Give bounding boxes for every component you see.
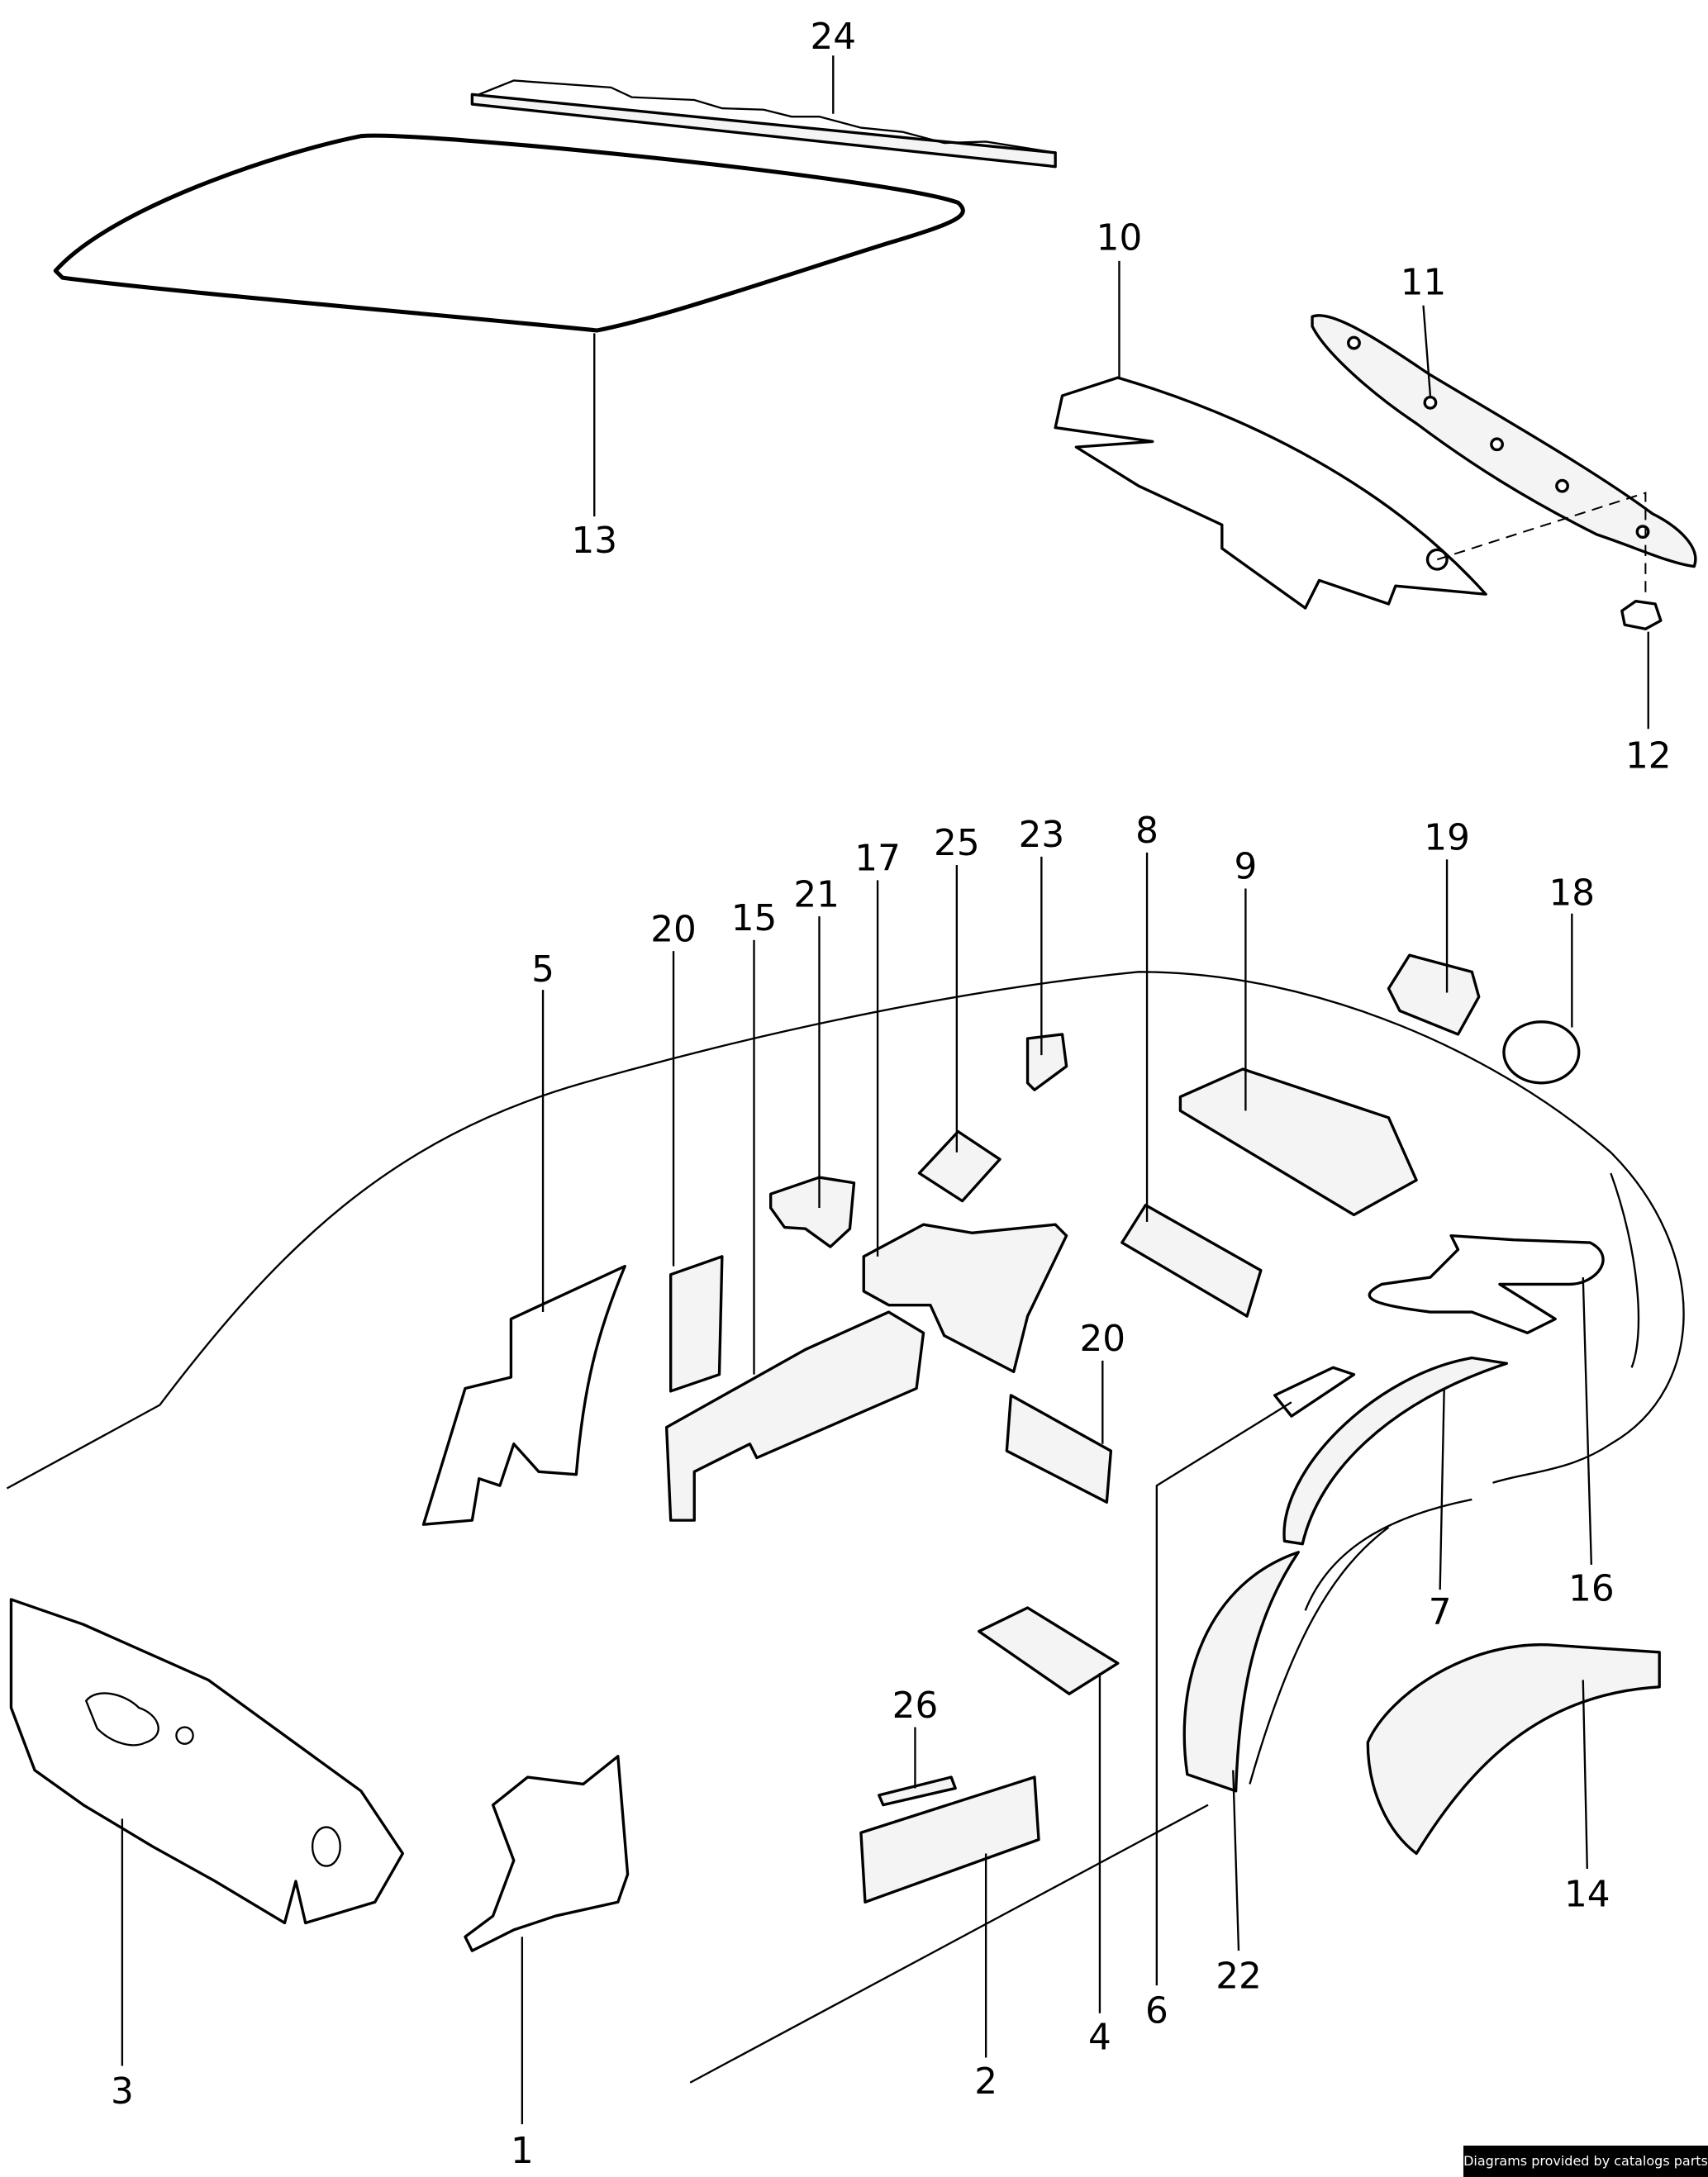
callout-12: 12 — [1625, 734, 1672, 777]
part-15-foam — [664, 1310, 925, 1522]
part-16-panel — [1368, 1233, 1605, 1334]
part-10-panel — [1054, 376, 1487, 610]
callout-4: 4 — [1088, 2016, 1111, 2058]
diagram-credit: Diagrams provided by catalogs parts — [1463, 2146, 1708, 2177]
part-3-firewall — [9, 1598, 405, 1925]
callout-21: 21 — [793, 873, 840, 915]
callout-24: 24 — [810, 16, 856, 58]
part-20-pad — [668, 1255, 724, 1393]
callout-9: 9 — [1234, 846, 1257, 888]
part-6-strip — [1273, 1366, 1356, 1418]
callout-6: 6 — [1145, 1989, 1168, 2032]
car-body-outline — [6, 971, 1685, 2084]
leader-lines — [121, 55, 1649, 2125]
part-13-headliner — [53, 133, 965, 333]
part-22-liner — [1182, 1551, 1300, 1793]
callout-20: 20 — [1080, 1318, 1126, 1360]
part-1-bracket — [464, 1755, 630, 1952]
part-19-pad — [1387, 953, 1481, 1036]
part-21-block — [768, 1176, 856, 1248]
callout-3: 3 — [111, 2070, 134, 2113]
callout-17: 17 — [854, 838, 901, 880]
callout-16: 16 — [1568, 1568, 1615, 1610]
callout-14: 14 — [1564, 1873, 1610, 1915]
part-23-pad — [1025, 1033, 1068, 1091]
callout-11: 11 — [1401, 261, 1447, 303]
part-20-pad-lower — [1005, 1394, 1113, 1504]
callout-26: 26 — [892, 1685, 939, 1727]
callout-25: 25 — [934, 822, 980, 864]
callout-20: 20 — [650, 908, 697, 950]
callout-10: 10 — [1097, 216, 1143, 259]
callout-23: 23 — [1019, 814, 1065, 856]
part-18-plug — [1502, 1020, 1581, 1085]
callout-7: 7 — [1429, 1591, 1452, 1633]
part-12-nut — [1620, 599, 1663, 630]
callout-1: 1 — [511, 2130, 534, 2172]
part-5-panel — [421, 1264, 626, 1526]
part-25-plate — [917, 1129, 1001, 1203]
part-7-liner — [1282, 1356, 1509, 1546]
part-4-pad — [978, 1606, 1120, 1695]
part-26-strip — [878, 1775, 957, 1807]
callout-22: 22 — [1216, 1955, 1262, 1997]
callout-18: 18 — [1549, 872, 1596, 915]
callout-13: 13 — [571, 520, 617, 562]
part-14-wheelhouse — [1366, 1642, 1661, 1856]
callout-2: 2 — [974, 2061, 997, 2103]
callout-8: 8 — [1135, 810, 1158, 852]
callout-5: 5 — [531, 948, 554, 991]
part-2-pad — [859, 1775, 1040, 1904]
part-17-foam — [862, 1223, 1068, 1373]
part-11-bracket — [1311, 314, 1697, 568]
part-9-pad — [1178, 1067, 1418, 1217]
callout-19: 19 — [1424, 816, 1470, 858]
part-8-pad — [1120, 1203, 1263, 1318]
part-24-strip — [470, 93, 1057, 169]
callout-15: 15 — [731, 897, 778, 939]
